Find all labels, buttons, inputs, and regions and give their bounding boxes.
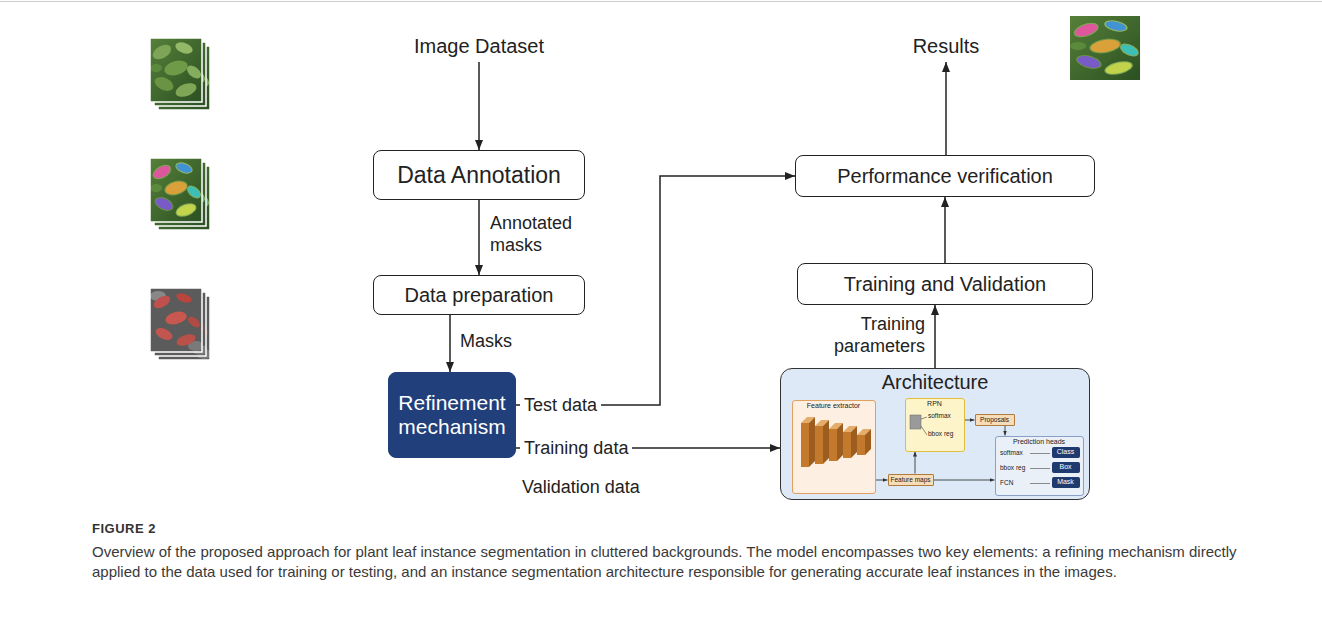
illustration-use (150, 158, 203, 222)
flow-arrow (478, 62, 480, 150)
conv-slab (857, 429, 871, 455)
illustration-rect (857, 435, 865, 455)
illustration-use (152, 162, 202, 219)
illustration-g (150, 158, 203, 222)
node-text: Results (913, 35, 980, 58)
flow-arrow (934, 305, 936, 368)
conv-slab (801, 417, 815, 467)
illustration-polygon (823, 420, 829, 464)
flow-arrow (449, 315, 451, 372)
node-text: Box (1059, 463, 1071, 471)
head-wire (1030, 453, 1050, 454)
illustration-g (150, 288, 204, 352)
node-text: Feature maps (890, 476, 930, 483)
mask-image-stack (150, 288, 212, 360)
output-box: Class (1052, 447, 1080, 458)
illustration-rect (150, 38, 202, 102)
node-text: Training and Validation (844, 273, 1046, 296)
annotated-image-stack (150, 158, 211, 230)
illustration-rect (843, 432, 851, 458)
node-heading: Architecture (882, 371, 989, 394)
illustration-polygon (851, 426, 857, 458)
flow-arrow (915, 452, 916, 474)
proposal-box: Proposals (975, 414, 1015, 426)
node-text: Data preparation (405, 284, 554, 307)
illustration-g (150, 38, 203, 102)
top-rule (0, 1, 1322, 2)
illustration-rect (801, 423, 809, 467)
edge-label: Training parameters (815, 313, 925, 357)
node-heading: RPN (927, 400, 942, 408)
flow-arrow (944, 197, 946, 263)
head-wire (1030, 468, 1050, 469)
rpn-layers (906, 399, 966, 453)
node-text: Mask (1057, 478, 1074, 486)
edge-label: Training data (520, 437, 632, 459)
output-box: Box (1052, 462, 1080, 473)
illustration-rect (150, 158, 202, 222)
flow-arrow (876, 480, 888, 481)
node-text: Proposals (980, 416, 1009, 423)
raw-image-stack (150, 38, 211, 110)
flow-arrow (1005, 426, 1006, 436)
illustration-use (150, 288, 204, 352)
node-heading: Prediction heads (1013, 438, 1065, 446)
illustration-rect (815, 426, 823, 464)
illustration-rect (829, 429, 837, 461)
result-image (1070, 16, 1142, 80)
node-heading: Feature extractor (807, 402, 860, 410)
flow-arrow (934, 480, 995, 481)
layer-label: softmax (928, 412, 951, 420)
illustration-use (1072, 20, 1140, 77)
edge-label: Annotated masks (490, 212, 605, 256)
illustration-polygon (865, 429, 871, 455)
flow-arrow (945, 62, 947, 155)
node-text: Image Dataset (414, 35, 544, 58)
layer-label: bbox reg (928, 430, 953, 438)
illustration-use (150, 38, 203, 102)
conv-slab (815, 420, 829, 464)
process-box: Performance verification (795, 155, 1095, 197)
flow-arrow (965, 420, 975, 421)
refinement-box: Refinement mechanism (388, 372, 516, 458)
figure-caption: Overview of the proposed approach for pl… (92, 542, 1242, 583)
edge-label: Masks (460, 330, 550, 352)
layer-label: bbox reg (1000, 464, 1025, 472)
terminal-text: Image Dataset (379, 30, 579, 62)
feature-extractor-box: Feature extractor (792, 400, 876, 494)
node-text: Refinement mechanism (395, 391, 509, 439)
illustration-polygon (837, 423, 843, 461)
terminal-text: Results (896, 30, 996, 62)
layer-label: softmax (1000, 449, 1023, 457)
node-text: Data Annotation (397, 162, 561, 188)
rpn-wire (921, 417, 927, 419)
process-box: Data preparation (373, 275, 585, 315)
feature-extractor-layers (793, 401, 877, 495)
edge-note: Validation data (522, 477, 640, 499)
edge-label: Test data (520, 394, 601, 416)
rpn-box: RPN (905, 398, 965, 452)
conv-slab (843, 426, 857, 458)
flow-arrow (478, 200, 480, 275)
illustration-rect (150, 288, 202, 352)
node-text: Class (1057, 448, 1075, 456)
output-box: Mask (1052, 477, 1080, 488)
feature-map-box: Feature maps (888, 474, 934, 486)
conv-slab (829, 423, 843, 461)
figure-number: FIGURE 2 (92, 521, 156, 537)
node-text: Performance verification (837, 165, 1053, 188)
rpn-wire (921, 426, 927, 435)
illustration-use (1070, 16, 1142, 80)
rpn-conv-block (910, 415, 921, 429)
illustration-polygon (809, 417, 815, 467)
process-box: Data Annotation (373, 150, 585, 200)
layer-label: FCN (1000, 479, 1013, 487)
head-wire (1030, 483, 1050, 484)
process-box: Training and Validation (797, 263, 1093, 305)
